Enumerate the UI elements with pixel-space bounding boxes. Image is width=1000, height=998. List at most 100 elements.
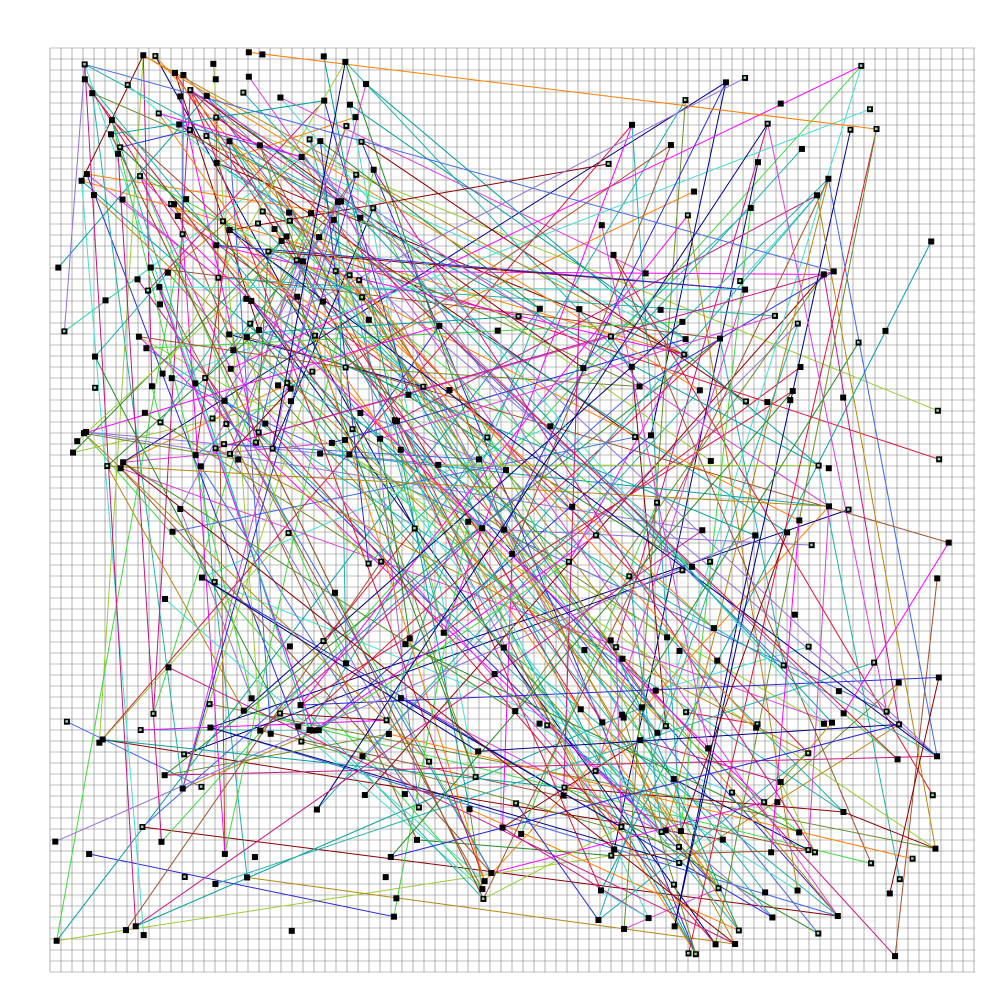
node — [55, 264, 62, 271]
edge — [106, 465, 245, 711]
node — [717, 335, 724, 342]
node — [647, 432, 654, 439]
node-marker — [752, 532, 759, 539]
node-marker — [171, 69, 178, 76]
node-marker — [120, 459, 127, 466]
node — [484, 434, 491, 441]
node — [156, 301, 163, 308]
node — [349, 426, 356, 433]
edge — [563, 309, 580, 796]
edge — [807, 506, 830, 851]
edge — [405, 643, 800, 833]
node — [512, 708, 519, 715]
edge — [622, 658, 839, 917]
edge — [478, 723, 900, 752]
node-marker — [363, 81, 370, 88]
node — [162, 595, 169, 602]
node-highlight — [796, 322, 799, 325]
edge — [248, 51, 877, 130]
node — [784, 529, 791, 536]
node-highlight — [859, 64, 863, 67]
node — [53, 937, 60, 944]
node — [212, 76, 219, 83]
node-marker — [696, 387, 703, 394]
node-marker — [509, 550, 516, 557]
node — [117, 465, 124, 472]
node — [352, 114, 359, 121]
edge — [159, 286, 746, 291]
node — [797, 364, 804, 371]
node-highlight — [427, 760, 431, 763]
node — [435, 461, 442, 468]
node — [262, 420, 269, 427]
node — [593, 532, 600, 539]
node — [722, 79, 729, 86]
edge — [162, 61, 346, 374]
edge — [259, 527, 483, 732]
node-marker — [502, 467, 509, 474]
node — [180, 72, 187, 79]
node-marker — [370, 166, 377, 173]
edge — [229, 315, 519, 335]
node-marker — [714, 657, 721, 664]
node — [715, 885, 722, 892]
node — [240, 707, 247, 714]
node-marker — [183, 196, 190, 203]
edge — [564, 787, 844, 813]
node — [177, 93, 184, 100]
node — [796, 517, 803, 524]
edge — [597, 323, 799, 921]
edge — [655, 646, 809, 692]
node-marker — [82, 428, 89, 435]
nodes — [52, 49, 952, 960]
node — [137, 173, 144, 180]
node-marker — [283, 233, 290, 240]
node — [780, 662, 787, 669]
node-highlight — [684, 710, 688, 714]
node — [466, 806, 473, 813]
node — [83, 171, 90, 178]
edge — [393, 521, 469, 917]
node-highlight — [203, 376, 207, 380]
node-marker — [315, 727, 322, 734]
node — [299, 258, 306, 265]
node-marker — [159, 370, 166, 377]
node-marker — [699, 527, 706, 534]
edge — [258, 77, 746, 331]
edge — [248, 76, 839, 917]
node — [179, 231, 186, 238]
edge — [83, 432, 483, 890]
edge — [56, 855, 612, 942]
edge — [349, 104, 686, 340]
node-marker — [777, 778, 784, 785]
node — [335, 198, 342, 205]
node-marker — [830, 268, 837, 275]
node — [342, 364, 349, 371]
edge — [102, 738, 565, 789]
node-highlight — [83, 62, 86, 66]
node — [608, 852, 615, 859]
node-marker — [619, 711, 626, 718]
node — [171, 201, 178, 208]
edge — [281, 240, 940, 460]
node-marker — [436, 322, 443, 329]
node — [762, 889, 769, 896]
edge — [296, 296, 477, 778]
node — [565, 558, 572, 565]
node-marker — [671, 923, 678, 930]
node — [752, 532, 759, 539]
node-marker — [328, 439, 335, 446]
node — [277, 710, 284, 717]
node — [667, 142, 674, 149]
node-highlight — [627, 574, 631, 578]
node-marker — [288, 398, 295, 405]
node — [277, 94, 284, 101]
node-highlight — [817, 464, 820, 467]
node — [120, 459, 127, 466]
edge — [210, 727, 680, 864]
node — [855, 339, 862, 346]
node — [805, 847, 812, 854]
edge — [173, 204, 230, 335]
node — [882, 327, 889, 334]
